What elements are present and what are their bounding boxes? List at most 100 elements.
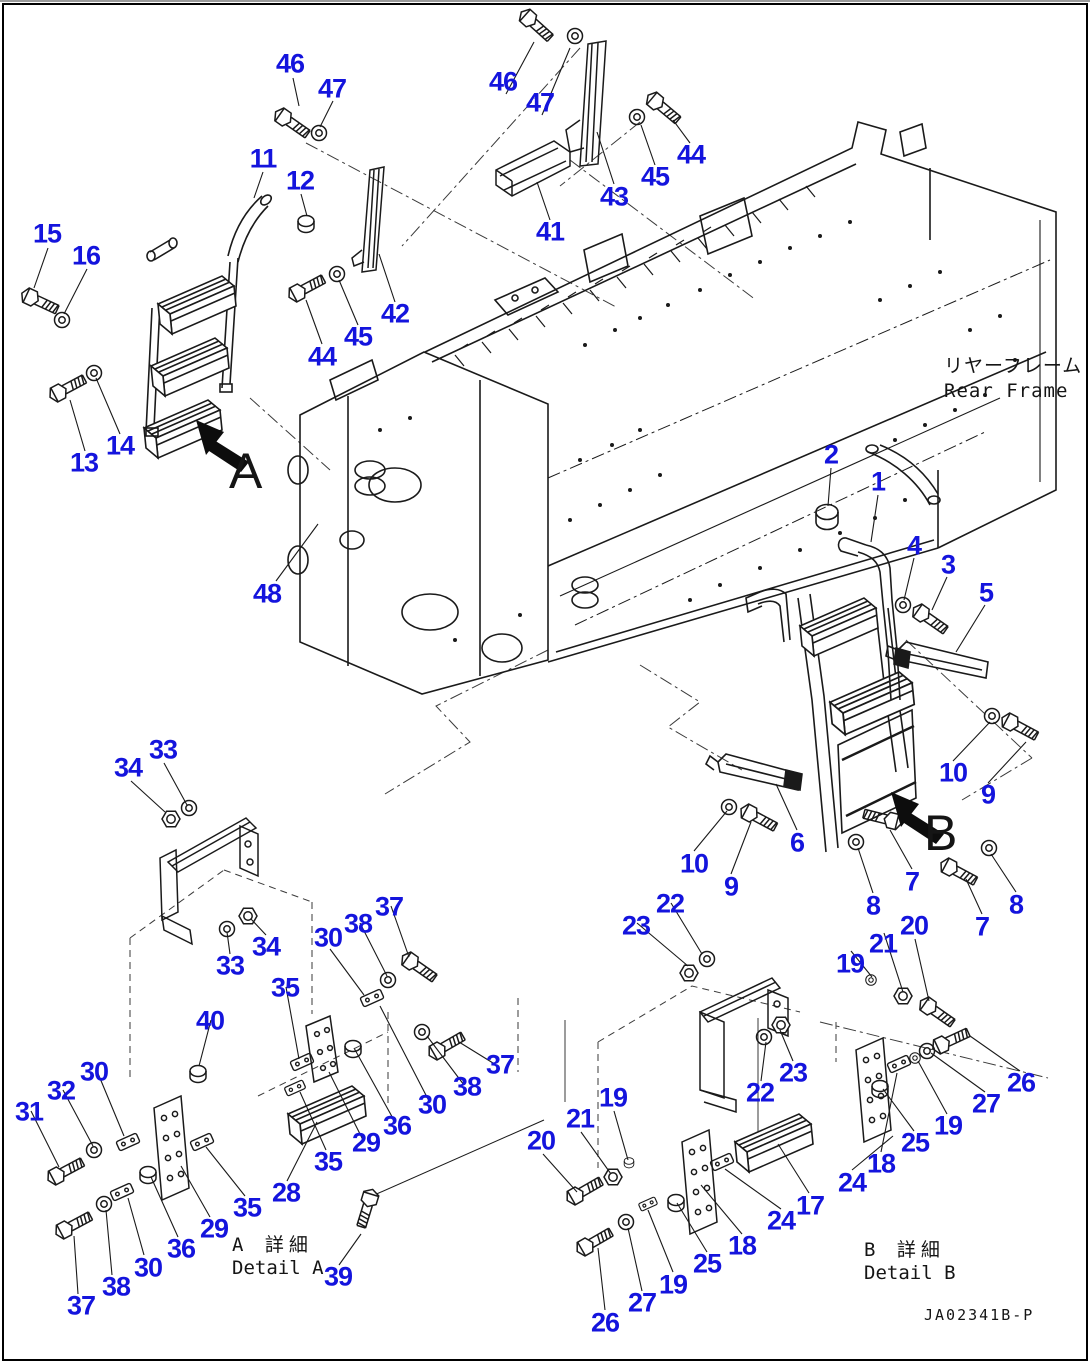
detail-b-caption-en: Detail B [864, 1262, 956, 1284]
callout-36: 36 [382, 1110, 412, 1141]
callout-29: 29 [199, 1213, 229, 1244]
callout-7: 7 [904, 866, 920, 897]
drawing-number: JA02341B-P [924, 1306, 1035, 1324]
callout-9: 9 [980, 779, 996, 810]
callout-7: 7 [974, 911, 990, 942]
detail-a-caption-jp: A 詳細 [232, 1234, 313, 1256]
title-block: リヤーフレーム Rear Frame [944, 354, 1082, 404]
callout-25: 25 [900, 1127, 930, 1158]
callout-10: 10 [938, 757, 968, 788]
view-letter-b: B [924, 805, 958, 861]
title-en: Rear Frame [944, 380, 1069, 402]
callout-14: 14 [105, 430, 135, 461]
callout-20: 20 [899, 910, 929, 941]
callout-8: 8 [1008, 889, 1024, 920]
detail-a-caption: A 詳細 Detail A [232, 1234, 324, 1280]
callout-27: 27 [971, 1088, 1001, 1119]
mount-strips-and-step-41 [351, 40, 607, 273]
callout-23: 23 [621, 910, 651, 941]
detail-boundaries [129, 869, 837, 1168]
callout-26: 26 [1006, 1067, 1036, 1098]
callout-15: 15 [32, 218, 62, 249]
callout-33: 33 [215, 950, 245, 981]
detail-a-caption-en: Detail A [232, 1257, 324, 1279]
callout-45: 45 [640, 161, 670, 192]
diagram-border [2, 3, 1088, 1361]
callout-19: 19 [598, 1082, 628, 1113]
callout-24: 24 [837, 1167, 867, 1198]
callout-30: 30 [417, 1089, 447, 1120]
callout-22: 22 [655, 888, 685, 919]
callout-38: 38 [452, 1071, 482, 1102]
callout-47: 47 [525, 87, 555, 118]
callout-11: 11 [249, 143, 278, 174]
callout-38: 38 [101, 1271, 131, 1302]
detail-b-caption-jp: B 詳細 [864, 1239, 945, 1261]
callout-47: 47 [317, 73, 347, 104]
callout-32: 32 [46, 1075, 76, 1106]
callout-36: 36 [166, 1233, 196, 1264]
callout-27: 27 [627, 1287, 657, 1318]
callout-41: 41 [535, 216, 565, 247]
callout-12: 12 [285, 165, 315, 196]
callout-1: 1 [870, 466, 886, 497]
callout-46: 46 [488, 66, 518, 97]
phantom-lines [249, 47, 1049, 1079]
detail-a-parts [153, 817, 545, 1201]
callout-10: 10 [679, 848, 709, 879]
callout-13: 13 [69, 447, 99, 478]
callout-43: 43 [599, 181, 629, 212]
callout-30: 30 [79, 1056, 109, 1087]
callout-18: 18 [727, 1230, 757, 1261]
callout-16: 16 [71, 240, 101, 271]
callout-5: 5 [978, 577, 994, 608]
right-step-ladder [704, 503, 989, 853]
callout-34: 34 [113, 752, 143, 783]
callout-28: 28 [271, 1177, 301, 1208]
callout-22: 22 [745, 1077, 775, 1108]
callout-19: 19 [835, 948, 865, 979]
view-letter-a: A [229, 443, 263, 499]
callout-23: 23 [778, 1057, 808, 1088]
callout-21: 21 [565, 1103, 595, 1134]
callout-8: 8 [865, 890, 881, 921]
callout-17: 17 [795, 1190, 825, 1221]
callout-48: 48 [252, 578, 282, 609]
callout-46: 46 [275, 48, 305, 79]
callout-18: 18 [866, 1148, 896, 1179]
callout-45: 45 [343, 321, 373, 352]
callout-9: 9 [723, 871, 739, 902]
callout-21: 21 [868, 928, 898, 959]
callout-4: 4 [906, 530, 922, 561]
callout-39: 39 [323, 1261, 353, 1292]
callout-42: 42 [380, 298, 410, 329]
callout-26: 26 [590, 1307, 620, 1338]
title-jp: リヤーフレーム [944, 355, 1083, 377]
callout-29: 29 [351, 1127, 381, 1158]
callout-30: 30 [133, 1252, 163, 1283]
callout-44: 44 [307, 341, 337, 372]
left-step-ladder [143, 194, 273, 459]
callout-37: 37 [66, 1290, 96, 1321]
detail-b-caption: B 詳細 Detail B [864, 1239, 956, 1285]
callout-19: 19 [933, 1110, 963, 1141]
callout-25: 25 [692, 1248, 722, 1279]
rear-frame-art [287, 120, 1057, 695]
callout-35: 35 [313, 1146, 343, 1177]
callout-24: 24 [766, 1205, 796, 1236]
callout-38: 38 [343, 908, 373, 939]
callout-31: 31 [14, 1096, 44, 1127]
callout-40: 40 [195, 1005, 225, 1036]
callout-35: 35 [232, 1192, 262, 1223]
callout-2: 2 [823, 439, 839, 470]
view-arrow-a [196, 420, 249, 472]
callout-3: 3 [940, 549, 956, 580]
callout-30: 30 [313, 922, 343, 953]
callout-35: 35 [270, 972, 300, 1003]
callout-6: 6 [789, 827, 805, 858]
detail-b-parts [681, 977, 892, 1235]
callout-20: 20 [526, 1125, 556, 1156]
fasteners [17, 5, 1041, 1260]
